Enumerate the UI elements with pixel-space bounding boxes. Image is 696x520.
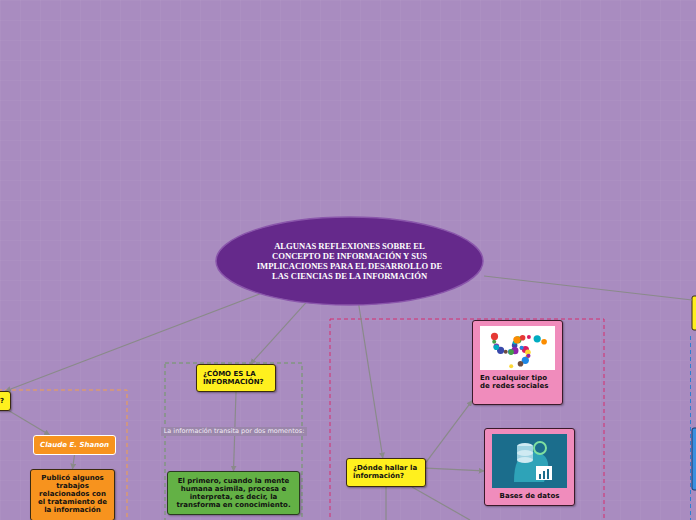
offscreen-link bbox=[385, 487, 386, 520]
offscreen-link bbox=[484, 276, 692, 300]
node-text: ? bbox=[0, 397, 4, 405]
pink-region bbox=[330, 319, 604, 520]
node-text: Publicó algunos trabajos relacionados co… bbox=[36, 474, 109, 514]
image-box: En cualquier tipo de redes sociales bbox=[472, 320, 563, 405]
green-region bbox=[165, 363, 302, 520]
connector bbox=[426, 468, 484, 471]
database-illustration bbox=[492, 434, 567, 488]
node-text: El primero, cuando la mente humana asimi… bbox=[174, 477, 293, 509]
author-box: Claude E. Shanon bbox=[33, 435, 116, 455]
connector bbox=[426, 401, 472, 463]
connector bbox=[73, 455, 75, 469]
node-text: ¿Dónde hallar la información? bbox=[353, 464, 419, 480]
central-topic: ALGUNAS REFLEXIONES SOBRE EL CONCEPTO DE… bbox=[215, 216, 484, 306]
topic-box: ? bbox=[0, 391, 11, 411]
blue-region bbox=[690, 336, 691, 520]
offscreen-box bbox=[692, 296, 696, 330]
social-icons-illustration bbox=[480, 326, 555, 370]
offscreen-link bbox=[412, 487, 470, 520]
node-text: Bases de datos bbox=[492, 492, 567, 500]
note-box: Publicó algunos trabajos relacionados co… bbox=[30, 469, 115, 520]
offscreen-box bbox=[692, 428, 696, 490]
node-text: ¿CÓMO ES LA INFORMACIÓN? bbox=[203, 370, 269, 386]
node-text: ALGUNAS REFLEXIONES SOBRE EL CONCEPTO DE… bbox=[255, 241, 444, 281]
image-box: Bases de datos bbox=[484, 428, 575, 506]
connector bbox=[250, 303, 306, 364]
connector bbox=[359, 305, 383, 458]
node-text: En cualquier tipo de redes sociales bbox=[480, 374, 555, 390]
edge-label: La información transita por dos momentos… bbox=[161, 427, 308, 436]
topic-box: ¿CÓMO ES LA INFORMACIÓN? bbox=[196, 364, 276, 392]
node-text: Claude E. Shanon bbox=[37, 441, 112, 449]
connector bbox=[9, 411, 49, 435]
topic-box: ¿Dónde hallar la información? bbox=[346, 458, 426, 487]
orange-region bbox=[0, 390, 127, 520]
content-box: El primero, cuando la mente humana asimi… bbox=[167, 471, 300, 515]
